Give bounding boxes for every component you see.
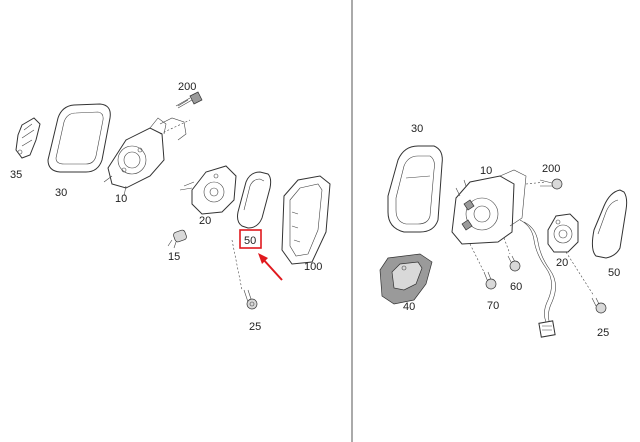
- label-30: 30: [411, 123, 423, 135]
- label-10: 10: [480, 165, 492, 177]
- label-15: 15: [168, 251, 180, 263]
- part-30-housing-cover[interactable]: [47, 103, 111, 173]
- label-30: 30: [55, 187, 67, 199]
- label-40: 40: [403, 301, 415, 313]
- part-40-lamp[interactable]: [379, 253, 433, 305]
- label-20: 20: [199, 215, 211, 227]
- part-cable: [519, 219, 556, 338]
- part-10-motor[interactable]: [451, 169, 527, 245]
- part-60-screw[interactable]: [503, 237, 521, 272]
- left-panel: 200 35 30 10 20 50 15 100 25: [10, 81, 331, 333]
- part-50-mirror-glass[interactable]: [237, 171, 272, 229]
- part-100-mirror-frame[interactable]: [281, 175, 331, 265]
- part-10-mirror-motor[interactable]: [103, 117, 191, 197]
- label-50: 50: [608, 267, 620, 279]
- screw-icon: [525, 178, 563, 190]
- label-100: 100: [304, 261, 322, 273]
- label-10: 10: [115, 193, 127, 205]
- part-25-screw[interactable]: [231, 239, 258, 310]
- part-20-adjust[interactable]: [547, 213, 579, 253]
- label-25: 25: [597, 327, 609, 339]
- bulb-icon[interactable]: [167, 229, 187, 249]
- screw-icon: [175, 91, 203, 109]
- highlight-box-50: [239, 229, 262, 249]
- arrow-icon: [258, 253, 283, 281]
- label-50: 50: [244, 235, 256, 247]
- part-35-cover-clip[interactable]: [15, 117, 41, 159]
- part-20-adjust-plate[interactable]: [179, 165, 237, 215]
- right-panel: 30 10 200 20 50 40 70 60 25: [379, 123, 628, 339]
- label-25: 25: [249, 321, 261, 333]
- label-35: 35: [10, 169, 22, 181]
- part-50-glass[interactable]: [591, 189, 628, 259]
- part-70-screw[interactable]: [469, 243, 497, 290]
- label-60: 60: [510, 281, 522, 293]
- part-25-screw[interactable]: [565, 251, 607, 314]
- part-30-housing[interactable]: [387, 145, 443, 233]
- label-200: 200: [542, 163, 560, 175]
- label-70: 70: [487, 300, 499, 312]
- label-20: 20: [556, 257, 568, 269]
- label-200: 200: [178, 81, 196, 93]
